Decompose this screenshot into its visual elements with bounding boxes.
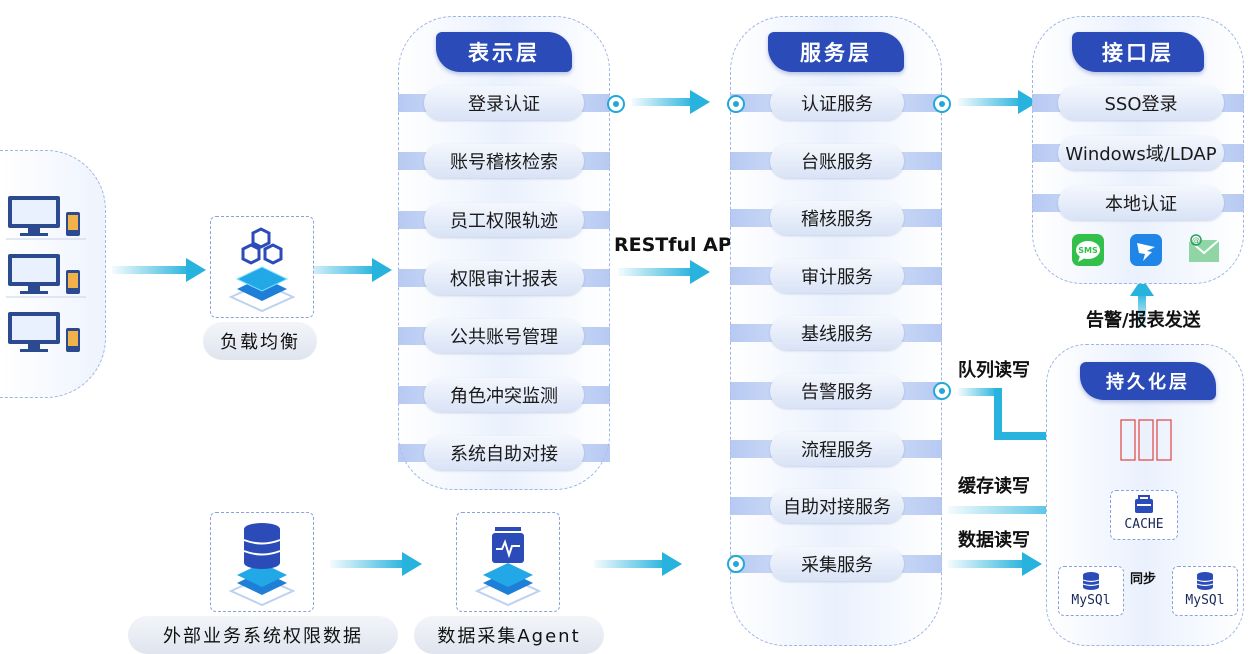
database-icon (1082, 572, 1100, 590)
presentation-layer-title: 表示层 (436, 32, 572, 72)
service-item: 流程服务 (770, 431, 904, 466)
arrow-auth-to-interface (958, 90, 1038, 114)
alert-right-dot (933, 382, 951, 400)
external-data-box (210, 512, 314, 612)
interface-item: SSO登录 (1058, 86, 1224, 120)
arrow-lb-to-presentation (300, 258, 392, 282)
sms-icon: SMS (1072, 234, 1104, 266)
arrow-login-to-auth (632, 90, 710, 114)
cache-icon (1135, 495, 1153, 513)
presentation-item: 员工权限轨迹 (424, 202, 584, 237)
dingtalk-icon (1130, 234, 1162, 266)
service-item: 基线服务 (770, 316, 904, 351)
auth-left-dot (727, 95, 745, 113)
service-item: 认证服务 (770, 86, 904, 120)
interface-item: Windows域/LDAP (1058, 136, 1224, 170)
presentation-item: 公共账号管理 (424, 319, 584, 354)
cache-rw-label: 缓存读写 (958, 476, 1030, 497)
cache-label: CACHE (1124, 517, 1164, 532)
arrow-clients-to-lb (112, 258, 206, 282)
alert-report-label: 告警/报表发送 (1086, 310, 1201, 331)
mysql-label-2: MySQl (1185, 593, 1225, 608)
external-data-label: 外部业务系统权限数据 (128, 616, 398, 654)
presentation-item: 角色冲突监测 (424, 377, 584, 412)
computer-icon (6, 196, 86, 240)
queue-rw-label: 队列读写 (958, 360, 1030, 381)
agent-icon (474, 527, 542, 607)
service-item: 采集服务 (770, 546, 904, 581)
presentation-item: 权限审计报表 (424, 260, 584, 295)
message-queue-icon (1120, 419, 1172, 461)
arrow-data-rw (948, 552, 1042, 576)
load-balancer-box (210, 216, 314, 318)
service-item: 自助对接服务 (770, 489, 904, 524)
interface-layer-title: 接口层 (1072, 32, 1204, 72)
collect-left-dot (727, 555, 745, 573)
service-item: 稽核服务 (770, 201, 904, 236)
cache-box: CACHE (1110, 490, 1178, 540)
login-connector-dot (607, 95, 625, 113)
interface-item: 本地认证 (1058, 186, 1224, 220)
computer-icon (6, 254, 86, 298)
arrow-external-to-agent (330, 552, 422, 576)
load-balancer-icon (228, 227, 296, 313)
load-balancer-label: 负载均衡 (203, 322, 317, 360)
computer-icon (8, 312, 80, 352)
presentation-item: 系统自助对接 (424, 435, 584, 470)
svg-text:@: @ (1192, 236, 1200, 245)
database-icon (1196, 572, 1214, 590)
presentation-item: 登录认证 (424, 86, 584, 120)
agent-box (456, 512, 560, 612)
mysql-box-1: MySQl (1058, 566, 1124, 616)
arrow-agent-to-collect (594, 552, 682, 576)
presentation-item: 账号稽核检索 (424, 144, 584, 179)
persistence-layer-title: 持久化层 (1080, 362, 1216, 400)
svg-text:SMS: SMS (1078, 246, 1098, 255)
mysql-label-1: MySQl (1071, 593, 1111, 608)
agent-label: 数据采集Agent (414, 616, 604, 654)
mysql-box-2: MySQl (1172, 566, 1238, 616)
sync-label: 同步 (1130, 572, 1157, 587)
arrow-alert-up (1130, 278, 1154, 328)
service-item: 台账服务 (770, 143, 904, 178)
service-item: 告警服务 (770, 374, 904, 408)
restful-api-label: RESTful API (614, 234, 739, 256)
arrow-restful (618, 260, 710, 284)
database-stack-icon (228, 523, 296, 607)
service-item: 审计服务 (770, 258, 904, 293)
email-icon: @ (1188, 234, 1220, 262)
service-layer-title: 服务层 (768, 32, 904, 72)
auth-right-dot (933, 95, 951, 113)
data-rw-label: 数据读写 (958, 530, 1030, 551)
